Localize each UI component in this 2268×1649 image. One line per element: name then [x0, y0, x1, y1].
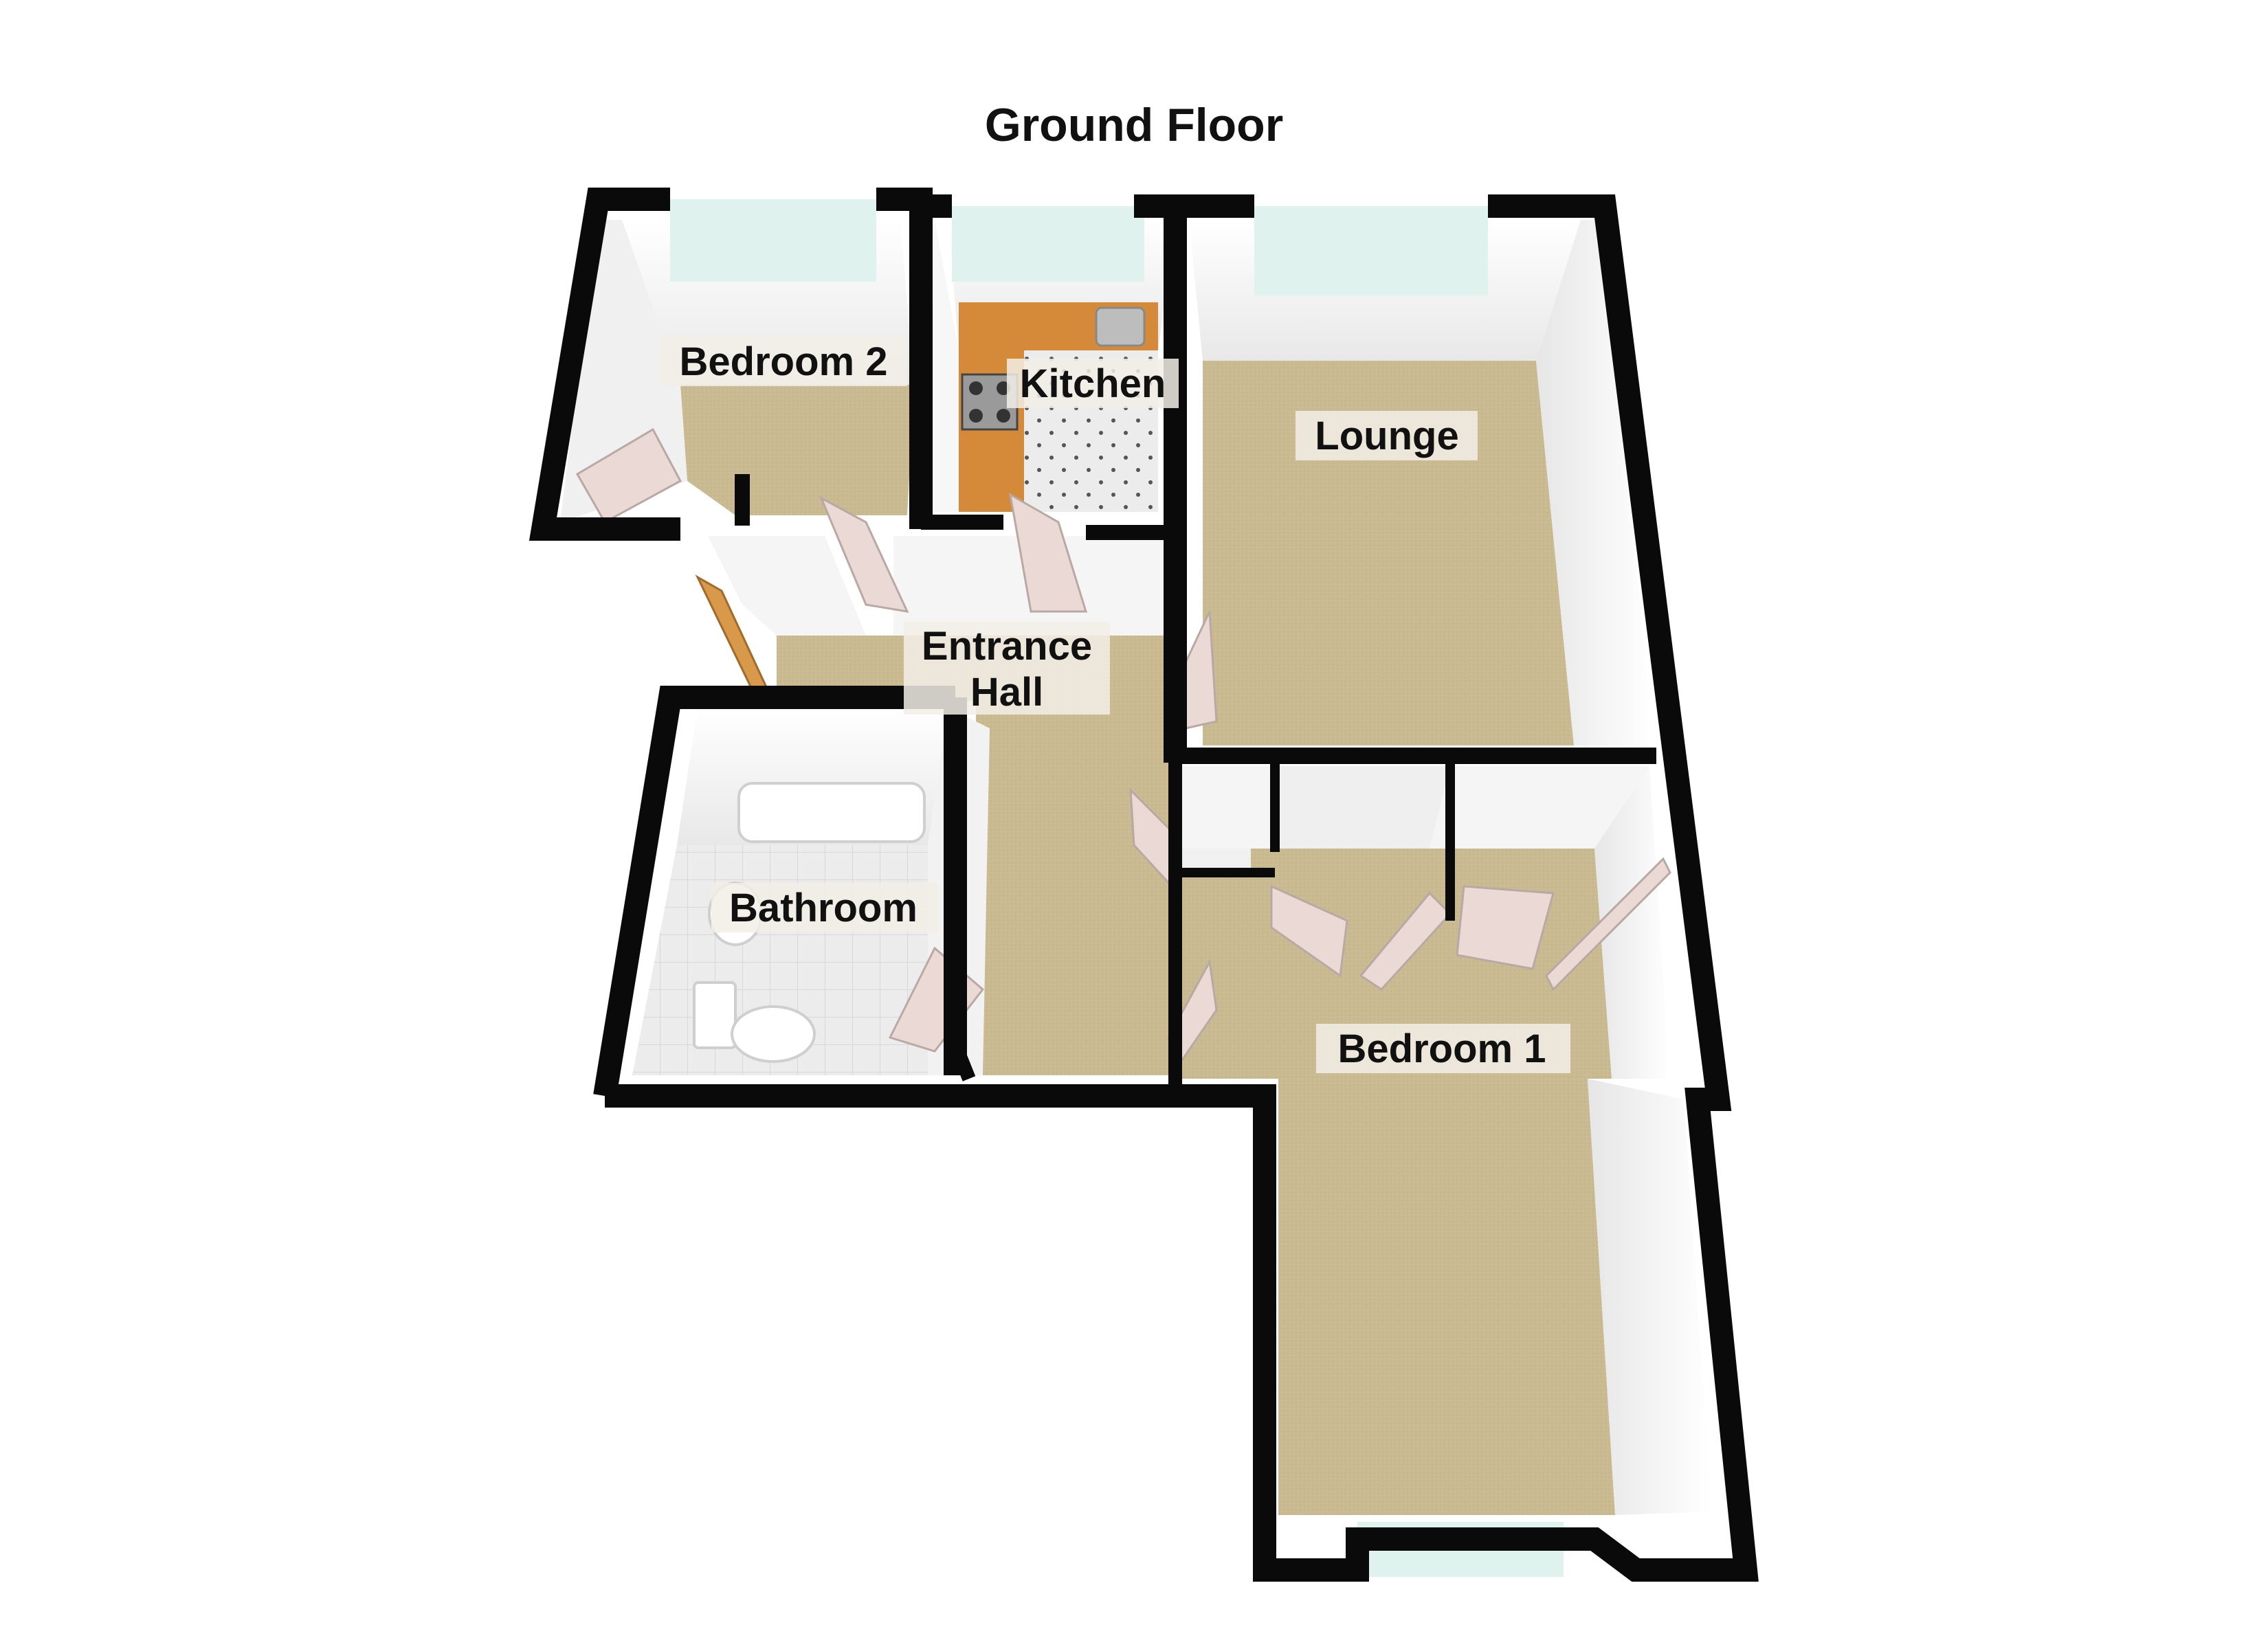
kitchen-door [1008, 493, 1088, 613]
entrance-hall-label-line-1: Entrance [922, 624, 1092, 669]
kitchen-label: Kitchen [1020, 361, 1166, 406]
bedroom-1-floor [1182, 849, 1615, 1515]
entrance-hall-label-line-2: Hall [970, 670, 1043, 715]
bedroom-1-label: Bedroom 1 [1338, 1027, 1546, 1071]
room-label-bathroom: Bathroom [711, 883, 938, 932]
room-label-bedroom-2: Bedroom 2 [660, 337, 907, 386]
kitchen-counter [959, 302, 1158, 512]
lounge-door [1181, 611, 1218, 730]
room-label-bedroom-1: Bedroom 1 [1316, 1024, 1570, 1073]
room-label-kitchen: Kitchen [1007, 359, 1179, 408]
bedroom-2-door [575, 427, 682, 524]
wardrobe-door-3 [1456, 885, 1555, 970]
wardrobe-door-1 [1270, 884, 1348, 978]
entrance-hall-floor [777, 636, 1168, 1075]
lounge-label: Lounge [1315, 414, 1458, 458]
room-label-entrance-hall: Entrance Hall [904, 622, 1110, 715]
bathroom-label: Bathroom [729, 886, 918, 930]
toilet-bowl [731, 1005, 816, 1063]
windows [670, 199, 1564, 1577]
kitchen-sink [1095, 306, 1146, 347]
bedroom-2-window [670, 199, 876, 282]
toilet-cistern [693, 981, 737, 1049]
room-label-lounge: Lounge [1296, 411, 1478, 460]
bedroom-2-floor [680, 385, 914, 515]
hall-door-1 [819, 495, 909, 613]
lounge-window [1254, 206, 1488, 295]
bedroom-2-label: Bedroom 2 [680, 339, 888, 384]
bath [737, 782, 926, 843]
kitchen-window [952, 206, 1144, 282]
doors [575, 427, 1671, 1068]
wardrobe-door-4 [1545, 857, 1671, 991]
room-labels: Bedroom 2 Kitchen Lounge Entrance Hall B… [660, 337, 1570, 1073]
walls [529, 188, 1759, 1582]
plan-title: Ground Floor [985, 99, 1283, 151]
